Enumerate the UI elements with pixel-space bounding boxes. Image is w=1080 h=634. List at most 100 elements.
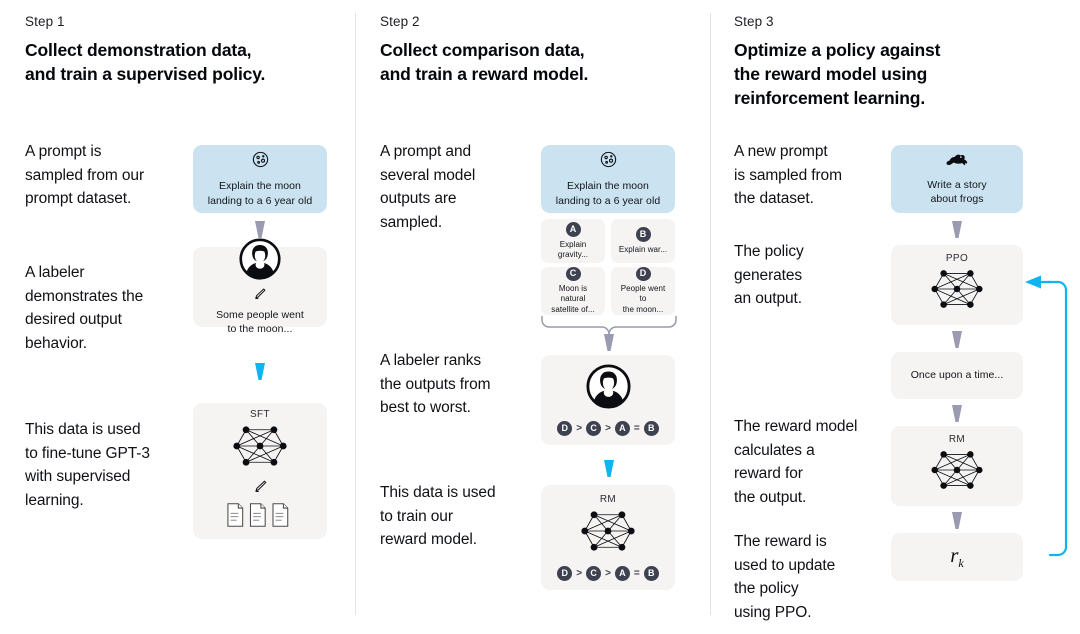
step-3-column: Step 3 Optimize a policy against the rew… [711,0,1080,634]
neural-network-icon [927,266,987,317]
neural-network-icon [577,507,639,560]
step-3-title: Optimize a policy against the reward mod… [734,39,1054,111]
badge-a: A [565,221,581,237]
step-2-output-a-text: Explain gravity... [557,239,589,259]
ppo-update-loop [1010,270,1080,575]
step-2-paragraph-3: This data is used to train our reward mo… [380,484,496,549]
step-1-title-line-2: and train a supervised policy. [25,63,266,84]
reward-symbol-k: k [958,556,964,571]
step-3-rm-label: RM [948,434,966,445]
step-2-arrow-1 [601,334,617,352]
labeler-avatar-icon [585,364,631,414]
step-1-prompt-card[interactable]: Explain the moon landing to a 6 year old [193,145,327,213]
reward-symbol: rk [950,543,964,571]
step-3-paragraph-4: The reward is used to update the policy … [734,533,836,621]
step-3-arrow-4 [949,512,965,530]
documents-icon [224,502,296,533]
step-2-output-a[interactable]: A Explain gravity... [541,219,605,263]
step-3-title-line-2: the reward model using [734,63,928,84]
step-1-prompt-text: Explain the moon landing to a 6 year old [207,180,313,207]
step-3-paragraph-1: A new prompt is sampled from the dataset… [734,143,842,208]
step-2-rm-label: RM [599,494,617,505]
step-1-sft-label: SFT [249,409,271,420]
step-3-output-text: Once upon a time... [910,369,1004,382]
step-2-paragraph-1: A prompt and several model outputs are s… [380,143,476,231]
step-2-paragraph-2: A labeler ranks the outputs from best to… [380,352,491,417]
frog-icon [945,152,969,174]
step-2-output-c[interactable]: C Moon is natural satellite of... [541,267,605,315]
step-2-prompt-card[interactable]: Explain the moon landing to a 6 year old [541,145,675,213]
step-2-title: Collect comparison data, and train a rew… [380,39,690,87]
step-1-paragraph-2: A labeler demonstrates the desired outpu… [25,264,144,352]
step-2-prompt-text: Explain the moon landing to a 6 year old [555,180,661,207]
neural-network-icon [927,447,987,498]
step-2-rm-card[interactable]: RM [541,485,675,590]
step-1-sft-card[interactable]: SFT [193,403,327,539]
rank-op-2: > [605,423,611,434]
step-3-rm-card[interactable]: RM [891,426,1023,506]
rank-badge-d: D [557,566,573,581]
step-3-label: Step 3 [734,14,774,29]
step-1-paragraph-1: A prompt is sampled from our prompt data… [25,143,145,208]
moon-icon [251,150,270,174]
step-3-ppo-label: PPO [945,253,969,264]
step-1-label: Step 1 [25,14,65,29]
neural-network-icon [229,422,291,475]
step-2-output-b-text: Explain war... [618,244,668,254]
step-3-ppo-card[interactable]: PPO [891,245,1023,325]
step-2-output-d[interactable]: D People went to the moon... [611,267,675,315]
rank-badge-a: A [614,566,630,581]
step-2-labeler-card[interactable]: D > C > A = B [541,355,675,445]
rank-op-2: > [605,568,611,579]
step-2-label: Step 2 [380,14,420,29]
step-1-demo-text: Some people went to the moon... [216,308,304,335]
reward-symbol-r: r [950,542,959,567]
labeler-avatar-icon [239,238,281,285]
step-1-arrow-2 [252,363,268,381]
step-1-title: Collect demonstration data, and train a … [25,39,335,87]
badge-b: B [635,226,651,242]
rank-op-1: > [576,423,583,434]
badge-d: D [635,267,651,281]
step-2-ranking-labeler: D > C > A = B [557,421,659,436]
step-1-column: Step 1 Collect demonstration data, and t… [0,0,356,634]
step-2-title-line-2: and train a reward model. [380,63,589,84]
step-3-prompt-text: Write a story about frogs [927,178,987,205]
step-3-paragraph-3: The reward model calculates a reward for… [734,418,858,506]
step-3-arrow-1 [949,221,965,239]
step-3-arrow-3 [949,405,965,423]
rank-op-1: > [576,568,583,579]
pencil-icon [253,479,268,498]
step-2-title-line-1: Collect comparison data, [380,40,585,60]
step-2-output-c-text: Moon is natural satellite of... [551,283,595,314]
rank-badge-c: C [586,421,602,436]
step-3-prompt-card[interactable]: Write a story about frogs [891,145,1023,213]
rank-badge-b: B [643,566,659,581]
step-2-output-b[interactable]: B Explain war... [611,219,675,263]
step-3-output-card[interactable]: Once upon a time... [891,352,1023,399]
step-1-paragraph-3: This data is used to fine-tune GPT-3 wit… [25,421,150,509]
step-2-merge-brace [539,316,679,350]
rank-badge-a: A [614,421,630,436]
pencil-icon [253,287,267,305]
step-3-paragraph-2: The policy generates an output. [734,243,804,308]
step-1-title-line-1: Collect demonstration data, [25,40,252,60]
step-2-output-d-text: People went to the moon... [620,283,666,314]
badge-c: C [565,267,581,281]
step-2-arrow-2 [601,460,617,478]
step-3-title-line-1: Optimize a policy against [734,40,941,60]
step-3-reward-card[interactable]: rk [891,533,1023,581]
moon-icon [599,150,618,174]
rank-op-3: = [633,568,640,579]
rank-op-3: = [633,423,640,434]
step-2-ranking-rm: D > C > A = B [557,566,659,581]
step-1-labeler-card[interactable]: Some people went to the moon... [193,238,327,335]
rank-badge-d: D [557,421,573,436]
rank-badge-c: C [586,566,602,581]
rank-badge-b: B [643,421,659,436]
step-3-title-line-3: reinforcement learning. [734,87,926,108]
column-divider-2 [710,13,711,615]
column-divider-1 [355,13,356,615]
step-2-column: Step 2 Collect comparison data, and trai… [356,0,711,634]
